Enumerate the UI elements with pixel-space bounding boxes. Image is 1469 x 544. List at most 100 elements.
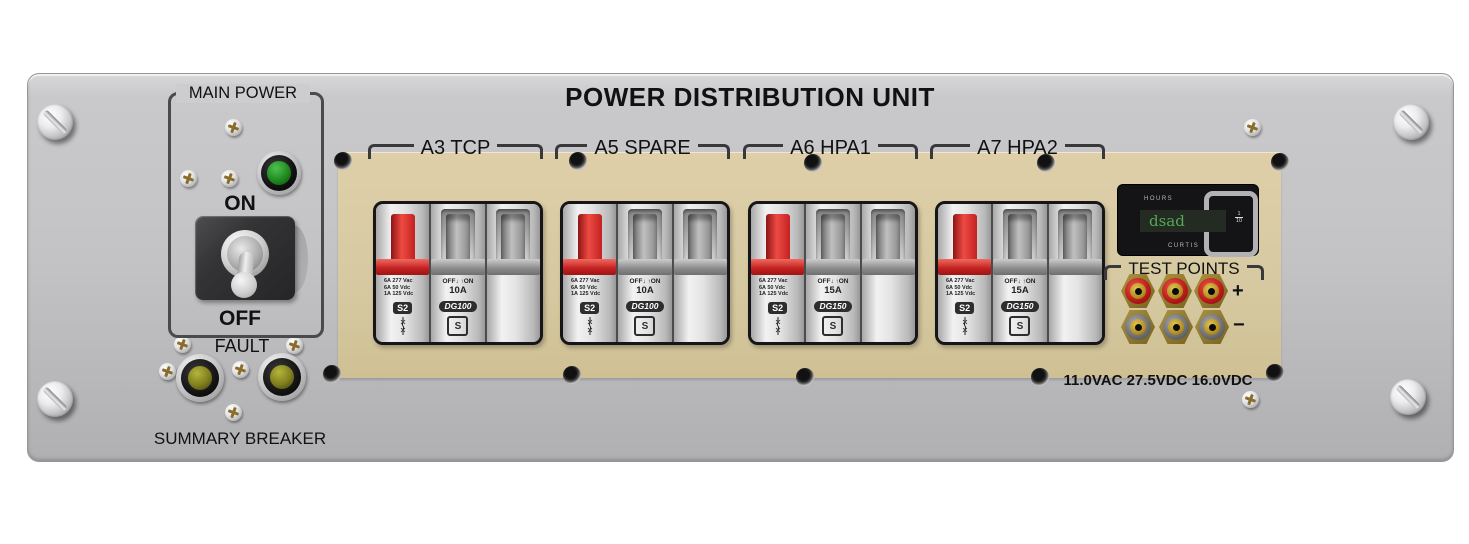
breaker-handle-gray[interactable] (876, 214, 901, 262)
group-label-text: A6 HPA1 (790, 137, 871, 159)
model-badge: DG150 (1000, 301, 1040, 312)
breaker-handle-base[interactable] (563, 259, 617, 275)
phillips-screw-icon (286, 337, 303, 354)
breaker-symbol-icon (962, 316, 967, 335)
phillips-screw-icon (225, 404, 242, 421)
hour-meter-display[interactable]: dsad (1140, 210, 1226, 232)
voltage-ratings-label: 11.0VAC 27.5VDC 16.0VDC (1063, 372, 1253, 389)
phillips-screw-icon (174, 336, 191, 353)
breaker-handle-red[interactable] (765, 214, 790, 262)
breaker-handle-gray[interactable] (632, 214, 657, 262)
breaker-pole-2[interactable]: OFF↓ ↑ON 10A DG100 S (616, 204, 672, 342)
breaker-handle-gray[interactable] (445, 214, 470, 262)
model-badge: DG150 (813, 301, 853, 312)
breaker-symbol-icon (400, 316, 405, 335)
circuit-breaker-a3: 6A 277 Vac 6A 50 Vdc 1A 125 Vdc S2 OFF↓ … (373, 201, 543, 345)
rating-line: 6A 50 Vdc (946, 284, 973, 291)
series-badge: S2 (580, 301, 600, 314)
rating-line: 6A 277 Vac (571, 278, 600, 284)
group-label-text: A7 HPA2 (977, 137, 1058, 159)
breaker-handle-base[interactable] (938, 259, 992, 275)
manufacturer-logo-icon: S (822, 316, 844, 336)
model-badge: DG100 (625, 301, 665, 312)
test-points-label: TEST POINTS (1104, 258, 1264, 280)
breaker-pole-2[interactable]: OFF↓ ↑ON 15A DG150 S (991, 204, 1047, 342)
rating-line: 1A 125 Vdc (759, 291, 789, 297)
socket-screw-icon (1266, 364, 1284, 382)
circuit-breaker-a5: 6A 277 Vac 6A 50 Vdc 1A 125 Vdc S2 OFF↓ … (560, 201, 730, 345)
slotted-screw-icon (1390, 379, 1426, 415)
off-label: OFF (219, 307, 261, 330)
rating-line: 6A 277 Vac (759, 278, 788, 284)
breaker-pole-2[interactable]: OFF↓ ↑ON 10A DG100 S (429, 204, 485, 342)
rating-line: 1A 125 Vdc (946, 291, 976, 297)
toggle-lever-ball[interactable] (231, 272, 257, 298)
summary-breaker-label: SUMMARY BREAKER (153, 429, 327, 448)
group-label-a7-hpa2: A7 HPA2 (930, 137, 1105, 159)
socket-screw-icon (323, 365, 341, 383)
rating-line: 6A 277 Vac (946, 278, 975, 284)
phillips-screw-icon (1242, 391, 1259, 408)
main-power-label: MAIN POWER (176, 84, 310, 103)
breaker-pole-main[interactable]: 6A 277 Vac 6A 50 Vdc 1A 125 Vdc S2 (938, 204, 992, 342)
breaker-pole-3[interactable] (671, 204, 727, 342)
socket-screw-icon (1037, 154, 1055, 172)
phillips-screw-icon (1244, 119, 1261, 136)
minus-sign: − (1233, 314, 1245, 336)
breaker-pole-main[interactable]: 6A 277 Vac 6A 50 Vdc 1A 125 Vdc S2 (376, 204, 430, 342)
group-label-a6-hpa1: A6 HPA1 (743, 137, 918, 159)
series-badge: S2 (955, 301, 975, 314)
rating-line: 1A 125 Vdc (384, 291, 414, 297)
off-on-markings: OFF↓ ↑ON (442, 278, 474, 285)
hour-meter-value: dsad (1149, 212, 1185, 230)
breaker-pole-3[interactable] (859, 204, 915, 342)
group-label-text: A3 TCP (420, 137, 491, 159)
group-label-a5-spare: A5 SPARE (555, 137, 730, 159)
group-label-text: A5 SPARE (594, 137, 691, 159)
fault-label: FAULT (214, 336, 270, 356)
breaker-pole-3[interactable] (484, 204, 540, 342)
socket-screw-icon (563, 366, 581, 384)
breaker-pole-main[interactable]: 6A 277 Vac 6A 50 Vdc 1A 125 Vdc S2 (751, 204, 805, 342)
socket-screw-icon (334, 152, 352, 170)
slotted-screw-icon (37, 104, 73, 140)
amp-rating: 10A (449, 285, 467, 296)
breaker-handle-red[interactable] (577, 214, 602, 262)
off-on-markings: OFF↓ ↑ON (1004, 278, 1036, 285)
breaker-pole-2[interactable]: OFF↓ ↑ON 15A DG150 S (804, 204, 860, 342)
main-power-toggle-switch[interactable] (195, 216, 295, 300)
hours-label: HOURS (1144, 196, 1174, 202)
meter-brand-label: CURTIS (1168, 243, 1200, 249)
model-badge: DG100 (438, 301, 478, 312)
series-badge: S2 (393, 301, 413, 314)
breaker-handle-gray[interactable] (1063, 214, 1088, 262)
breaker-handle-base[interactable] (376, 259, 430, 275)
breaker-handle-gray[interactable] (688, 214, 713, 262)
breaker-handle-red[interactable] (952, 214, 977, 262)
fault-lamp-left (176, 354, 224, 402)
off-on-markings: OFF↓ ↑ON (817, 278, 849, 285)
on-label: ON (224, 192, 256, 215)
slotted-screw-icon (37, 381, 73, 417)
slotted-screw-icon (1393, 104, 1429, 140)
breaker-symbol-icon (775, 316, 780, 335)
breaker-handle-gray[interactable] (820, 214, 845, 262)
circuit-breaker-a6: 6A 277 Vac 6A 50 Vdc 1A 125 Vdc S2 OFF↓ … (748, 201, 918, 345)
series-badge: S2 (768, 301, 788, 314)
socket-screw-icon (804, 154, 822, 172)
breaker-handle-red[interactable] (390, 214, 415, 262)
manufacturer-logo-icon: S (1009, 316, 1031, 336)
tenths-fraction: 1 10 (1235, 211, 1243, 224)
breaker-pole-3[interactable] (1046, 204, 1102, 342)
circuit-breaker-a7: 6A 277 Vac 6A 50 Vdc 1A 125 Vdc S2 OFF↓ … (935, 201, 1105, 345)
rating-line: 6A 50 Vdc (759, 284, 786, 291)
manufacturer-logo-icon: S (447, 316, 469, 336)
fault-lamp-right (258, 353, 306, 401)
amp-rating: 15A (1011, 285, 1029, 296)
breaker-handle-base[interactable] (751, 259, 805, 275)
socket-screw-icon (1031, 368, 1049, 386)
breaker-handle-gray[interactable] (501, 214, 526, 262)
breaker-pole-main[interactable]: 6A 277 Vac 6A 50 Vdc 1A 125 Vdc S2 (563, 204, 617, 342)
breaker-handle-gray[interactable] (1007, 214, 1032, 262)
